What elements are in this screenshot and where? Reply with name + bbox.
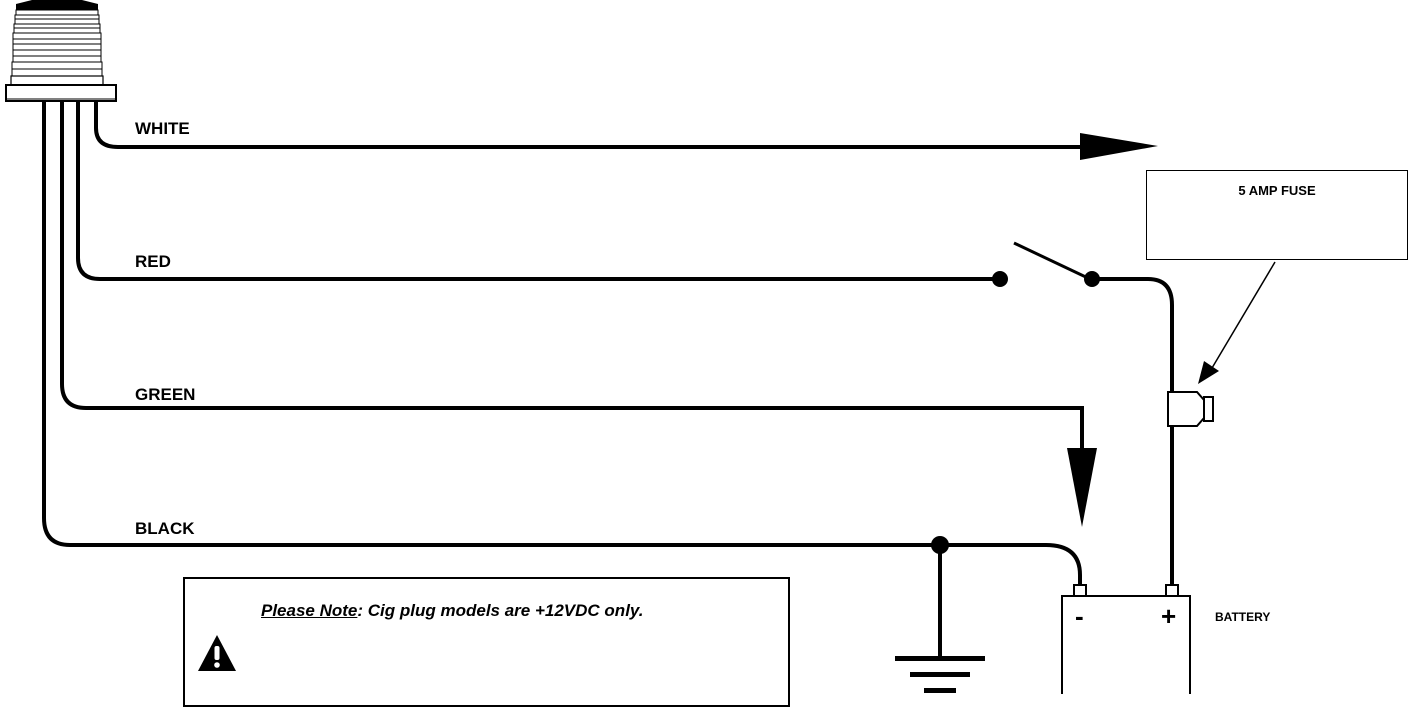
red-wire (76, 101, 1000, 281)
battery-icon (1061, 584, 1191, 694)
green-wire-label: GREEN (135, 385, 195, 404)
positive-wire (1092, 277, 1174, 585)
inline-fuse-icon (1167, 391, 1214, 427)
beacon-light-icon (5, 0, 117, 102)
white-wire-label: WHITE (135, 119, 190, 138)
fuse-callout-box: 5 AMP FUSE (1146, 170, 1408, 260)
note-prefix: Please Note (261, 601, 358, 620)
fuse-callout-arrow (1198, 261, 1276, 384)
note-box: Please Note: Cig plug models are +12VDC … (183, 577, 790, 707)
white-wire (94, 101, 1082, 149)
black-wire (42, 101, 1082, 585)
white-wire-arrow (1080, 133, 1158, 160)
warning-triangle-icon (198, 635, 236, 671)
battery-minus-sign: - (1075, 601, 1084, 631)
black-wire-label: BLACK (135, 519, 195, 538)
green-wire (60, 101, 1084, 450)
green-wire-arrow (1067, 448, 1097, 527)
ground-symbol-icon (895, 545, 985, 693)
red-wire-label: RED (135, 252, 171, 271)
switch-icon (992, 241, 1100, 287)
note-body: : Cig plug models are +12VDC only. (357, 601, 644, 620)
battery-plus-sign: + (1161, 601, 1176, 631)
note-text: Please Note: Cig plug models are +12VDC … (261, 601, 643, 621)
fuse-label: 5 AMP FUSE (1238, 183, 1316, 198)
battery-label: BATTERY (1215, 610, 1271, 624)
